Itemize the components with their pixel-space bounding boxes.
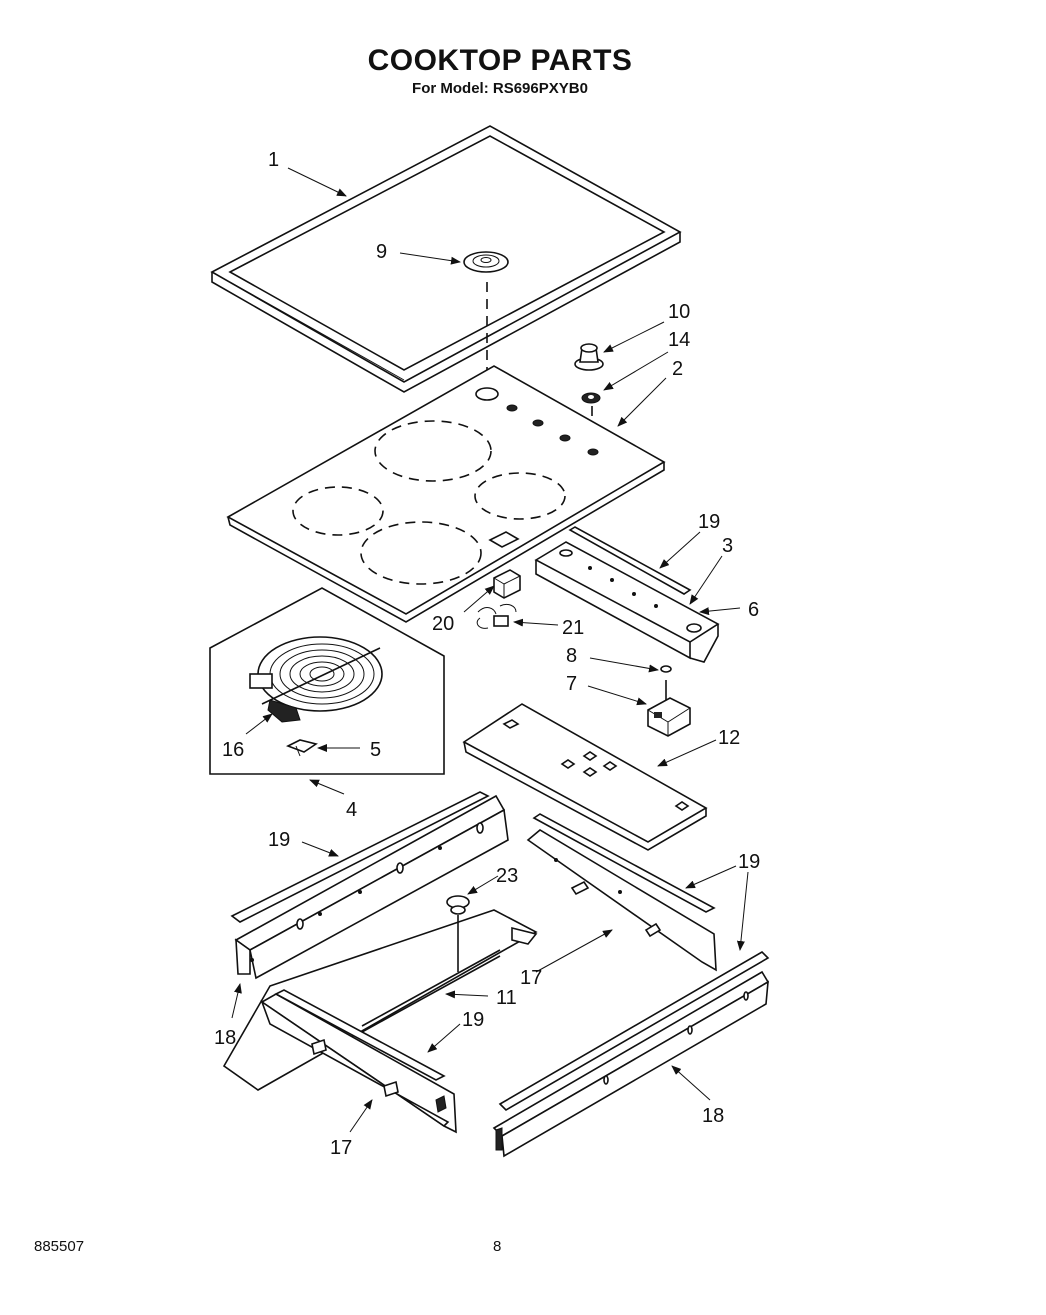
part-11-rod [361, 949, 501, 1033]
part-12-shield [462, 703, 708, 851]
callout-21: 21 [562, 617, 584, 639]
callout-19-front: 19 [462, 1009, 484, 1031]
part-5-clip [286, 739, 318, 757]
part-19-left-insulation-strip [230, 791, 490, 923]
callout-16: 16 [222, 739, 244, 761]
callout-18-left: 18 [214, 1027, 236, 1049]
callout-5: 5 [370, 739, 381, 761]
part-17-right-frame [526, 829, 717, 972]
part-2-glass-cooktop [226, 365, 666, 623]
callout-2: 2 [672, 358, 683, 380]
callout-20: 20 [432, 613, 454, 635]
part-19-front-right-insulation-strip [498, 950, 770, 1112]
callout-17-right: 17 [520, 967, 542, 989]
callout-9: 9 [376, 241, 387, 263]
page-number: 8 [493, 1238, 502, 1255]
model-subtitle: For Model: RS696PXYB0 [412, 80, 588, 97]
part-19-front-insulation-strip [274, 989, 446, 1081]
part-19-upper-insulation-strip [568, 526, 692, 595]
callout-3: 3 [722, 535, 733, 557]
callout-4: 4 [346, 799, 357, 821]
callout-1: 1 [268, 149, 279, 171]
callout-14: 14 [668, 329, 690, 351]
part-1-trim-frame [210, 125, 682, 393]
callout-7: 7 [566, 673, 577, 695]
callout-17-left: 17 [330, 1137, 352, 1159]
callout-6: 6 [748, 599, 759, 621]
part-bottom-plate [222, 909, 538, 1091]
part-19-right-insulation-strip [532, 813, 716, 913]
callout-10: 10 [668, 301, 690, 323]
part-18-left-side-rail [234, 794, 509, 980]
callout-12: 12 [718, 727, 740, 749]
part-18-right-front-rail [492, 970, 770, 1158]
callout-18-right: 18 [702, 1105, 724, 1127]
part-21-wire-connector [476, 603, 517, 629]
callout-19-left: 19 [268, 829, 290, 851]
part-23-bushing [446, 895, 470, 972]
callout-19-right: 19 [738, 851, 760, 873]
part-10-knob [574, 343, 604, 371]
callout-8: 8 [566, 645, 577, 667]
part-8-washer [660, 665, 672, 673]
page-title: COOKTOP PARTS [367, 44, 633, 77]
part-7-switch [647, 680, 691, 737]
document-number: 885507 [34, 1238, 85, 1255]
callout-11: 11 [496, 987, 517, 1009]
part-20-terminal-block [493, 569, 521, 599]
part-4-element-assembly-box [209, 587, 445, 775]
callout-23: 23 [496, 865, 518, 887]
part-16-surface-element [249, 636, 383, 723]
part-17-left-front-frame [260, 993, 457, 1134]
part-9-cap [463, 251, 509, 385]
callout-19-upper: 19 [698, 511, 720, 533]
part-3-control-bracket [534, 541, 720, 663]
